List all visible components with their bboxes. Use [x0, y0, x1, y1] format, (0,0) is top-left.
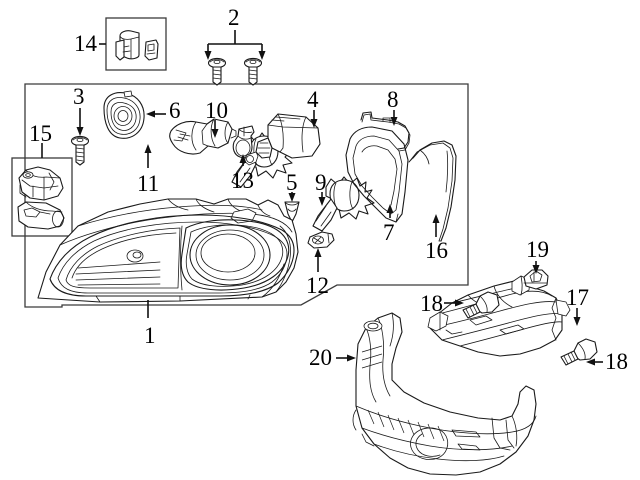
callout-label-1: 1 — [144, 323, 156, 348]
part-7-seal-frame — [345, 126, 409, 223]
part-5-cap-plug — [284, 201, 300, 223]
leader-lines — [41, 30, 603, 366]
part-13-signal-bulb — [232, 125, 255, 158]
callout-label-4: 4 — [307, 87, 319, 112]
callout-label-11: 11 — [137, 171, 160, 196]
part-11-bulb-socket — [169, 118, 237, 155]
callout-label-8: 8 — [387, 87, 399, 112]
part-4-headlamp-motor — [243, 113, 321, 166]
callout-label-9: 9 — [315, 170, 327, 195]
part-19-nut-clip — [523, 269, 549, 290]
callout-label-13: 13 — [231, 168, 254, 193]
callout-label-18-lower: 18 — [605, 349, 628, 374]
part-18-bolt-lower — [560, 338, 598, 366]
part-20-headlamp-bracket — [352, 312, 537, 476]
part-6-cover-cap — [103, 90, 145, 139]
part-8-retainer-clip — [360, 111, 411, 152]
callout-label-12: 12 — [306, 273, 329, 298]
callout-label-19: 19 — [526, 237, 549, 262]
callout-label-7: 7 — [383, 220, 395, 245]
inset-box-15 — [11, 157, 73, 237]
part-2-screws — [207, 57, 263, 86]
part-16-weatherstrip — [408, 140, 457, 242]
callout-label-18-upper: 18 — [420, 291, 443, 316]
inset-box-14 — [105, 17, 167, 71]
callout-label-3: 3 — [73, 84, 85, 109]
part-17-lower-cover-panel — [427, 275, 571, 357]
callout-label-10: 10 — [205, 98, 228, 123]
part-9-bulb-h7 — [312, 176, 375, 232]
callout-label-15: 15 — [29, 121, 52, 146]
part-18-bolt-upper — [462, 291, 500, 319]
callout-label-2: 2 — [228, 5, 240, 30]
main-frame-border — [24, 83, 469, 308]
callout-label-14: 14 — [74, 31, 97, 56]
callout-label-16: 16 — [425, 238, 448, 263]
part-12-clip-retainer — [307, 231, 335, 249]
callout-label-17: 17 — [566, 285, 589, 310]
callout-label-5: 5 — [286, 170, 298, 195]
part-1-headlamp-assembly — [37, 198, 299, 303]
callout-label-6: 6 — [169, 98, 181, 123]
callout-label-20: 20 — [309, 345, 332, 370]
part-3-screw — [70, 135, 90, 166]
